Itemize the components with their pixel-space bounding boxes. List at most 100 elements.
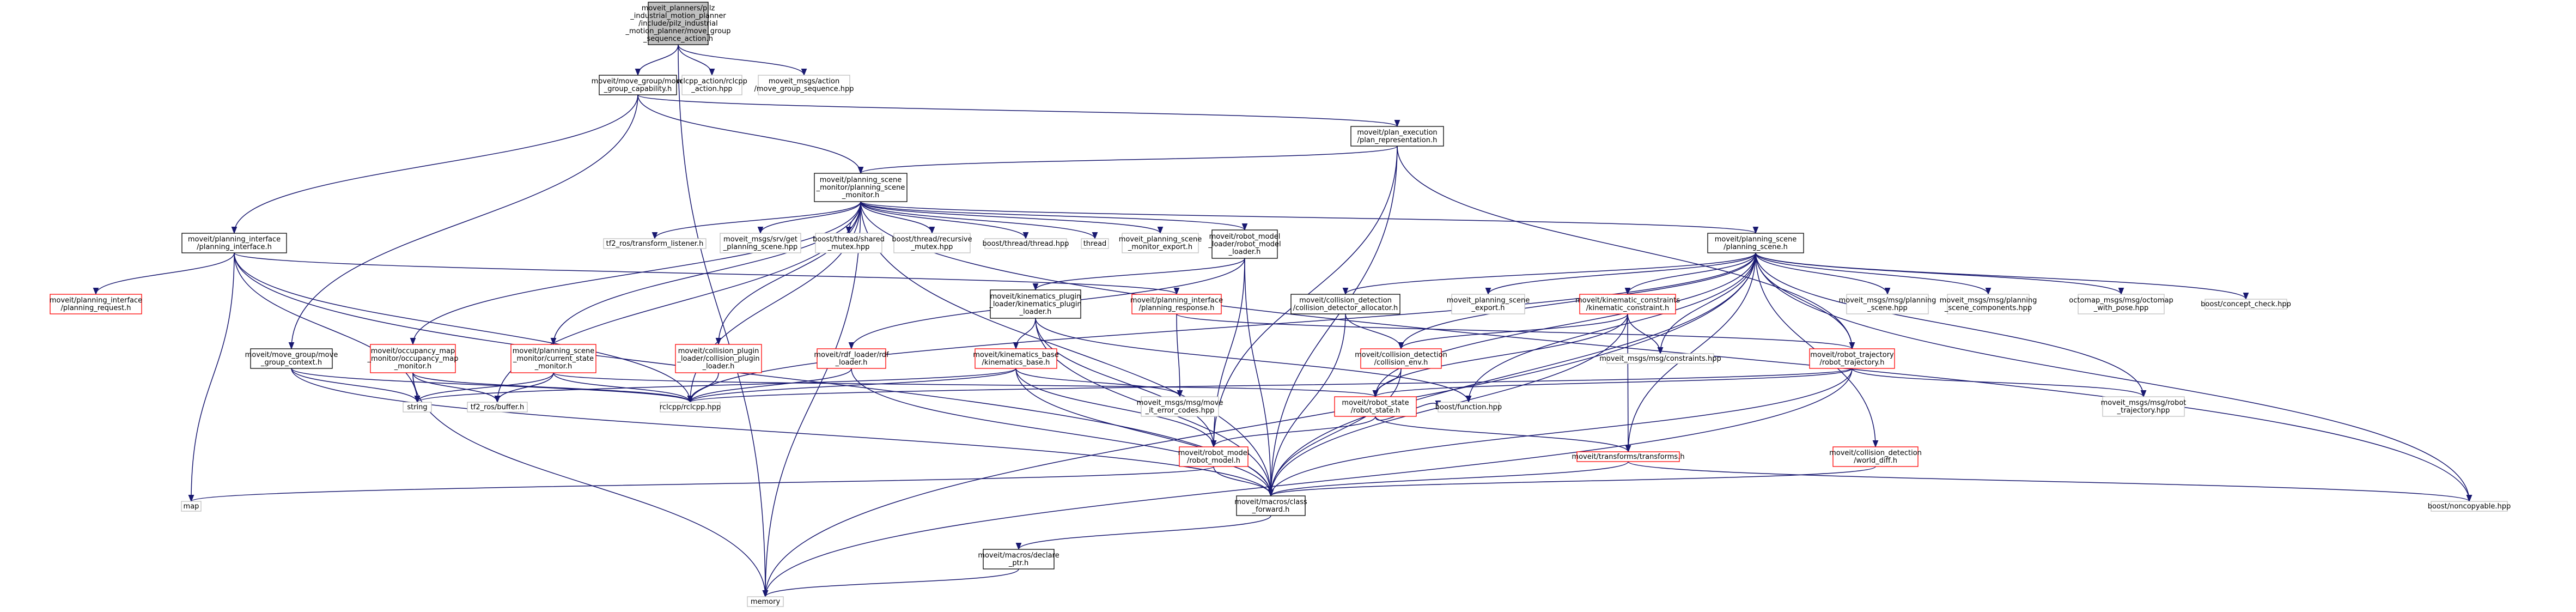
edge-robot_trajectory-to-rclcpp (687, 368, 1853, 403)
node-box (1211, 229, 1278, 259)
edge-planning_interface-to-class_forward (234, 252, 1274, 497)
node-declare_ptr[interactable]: moveit/macros/declare_ptr.h (978, 549, 1059, 569)
node-robot_model[interactable]: moveit/robot_model/robot_model.h (1178, 446, 1250, 467)
node-label-line: _mutex.hpp (911, 243, 953, 251)
node-kinematics_base[interactable]: moveit/kinematics_base/kinematics_base.h (973, 348, 1059, 369)
node-label-line: moveit_msgs/msg/move (1137, 399, 1223, 407)
node-box (1606, 353, 1714, 364)
node-label-line: /robot_model.h (1187, 457, 1240, 465)
edge-planning_response-to-error_codes (1176, 313, 1183, 398)
node-label-line: moveit/planning_interface (1130, 296, 1223, 305)
node-occupancy[interactable]: moveit/occupancy_map_monitor/occupancy_m… (367, 344, 459, 373)
edge-rml_loader-to-kin_plugin_loader (1032, 258, 1245, 291)
edge-planning_scene-to-msg_robot_trajectory (1755, 252, 2147, 398)
node-box (675, 344, 762, 373)
node-box (2431, 501, 2508, 512)
edge-kinematics_base-to-error_codes (1015, 368, 1183, 398)
node-label-line: moveit/planning_interface (188, 235, 281, 244)
node-robot_trajectory[interactable]: moveit/robot_trajectory/robot_trajectory… (1809, 348, 1895, 369)
node-boost_thread: boost/thread/thread.hpp (983, 238, 1069, 249)
edge-plan_execution-to-robot_trajectory (1397, 146, 1855, 350)
node-world_diff[interactable]: moveit/collision_detection/world_diff.h (1829, 446, 1922, 467)
edge-current_state_monitor-to-string (414, 372, 554, 403)
edge-psm-to-class_forward (860, 201, 1274, 497)
node-current_state_monitor[interactable]: moveit/planning_scene_monitor/current_st… (510, 344, 596, 373)
node-capability[interactable]: moveit/move_group/move_group_capability.… (592, 75, 685, 95)
node-label-line: moveit/planning_interface (50, 296, 142, 305)
node-rml_loader[interactable]: moveit/robot_model_loader/robot_model_lo… (1208, 229, 1281, 259)
edge-robot_trajectory-to-msg_robot_trajectory (1852, 368, 2147, 398)
node-label-line: _ptr.h (1008, 559, 1028, 567)
node-robot_state[interactable]: moveit/robot_state/robot_state.h (1334, 396, 1417, 417)
node-label-line: boost/noncopyable.hpp (2428, 502, 2511, 511)
node-map: map (181, 501, 202, 512)
edge-cd_allocator-to-class_forward (1268, 313, 1346, 497)
node-kin_plugin_loader[interactable]: moveit/kinematics_plugin_loader/kinemati… (989, 289, 1082, 319)
node-label-line: moveit/occupancy_map (371, 347, 455, 355)
node-class_forward[interactable]: moveit/macros/class_forward.h (1234, 495, 1307, 516)
node-label-line: moveit/collision_detection (1299, 296, 1392, 305)
node-rclcpp: rclcpp/rclcpp.hpp (660, 402, 721, 413)
node-label-line: _monitor.h (534, 362, 573, 371)
node-label-line: boost/function.hpp (1435, 403, 1502, 411)
node-box (1334, 396, 1417, 417)
node-label-line: /planning_scene.h (1724, 243, 1788, 251)
node-box (893, 233, 971, 253)
node-label-line: /robot_trajectory.h (1820, 359, 1885, 367)
node-kinematic_constraint[interactable]: moveit/kinematic_constraints/kinematic_c… (1575, 294, 1680, 314)
node-label-line: moveit_msgs/msg/robot (2101, 399, 2187, 407)
edge-psm-to-collision_plugin_loader (715, 201, 861, 346)
node-noncopyable: boost/noncopyable.hpp (2428, 501, 2511, 512)
node-psm_export: moveit_planning_scene_monitor_export.h (1119, 233, 1202, 253)
node-box (181, 501, 202, 512)
node-memory: memory (747, 596, 784, 607)
node-box (1081, 238, 1109, 249)
node-label-line: /planning_interface.h (197, 243, 272, 251)
node-label-line: boost/thread/shared (813, 235, 885, 244)
node-label-line: moveit/plan_execution (1357, 129, 1437, 137)
edge-psm-to-recursive_mutex (860, 201, 935, 234)
node-planning_response[interactable]: moveit/planning_interface/planning_respo… (1130, 294, 1223, 314)
edge-world_diff-to-class_forward (1268, 466, 1876, 497)
node-cd_allocator[interactable]: moveit/collision_detection/collision_det… (1290, 294, 1400, 314)
node-collision_plugin_loader[interactable]: moveit/collision_plugin_loader/collision… (675, 344, 762, 373)
node-box (1579, 294, 1676, 314)
node-box (370, 344, 456, 373)
node-planning_interface[interactable]: moveit/planning_interface/planning_inter… (181, 233, 287, 253)
node-label-line: boost/thread/recursive (892, 235, 972, 244)
node-label-line: moveit/macros/declare (978, 552, 1059, 560)
node-transforms[interactable]: moveit/transforms/transforms.h (1572, 451, 1685, 462)
edge-robot_trajectory-to-class_forward (1268, 368, 1853, 497)
edge-planning_scene-to-noncopyable (1755, 252, 2473, 502)
node-box (250, 348, 333, 369)
edge-planning_interface-to-rclcpp (234, 252, 693, 403)
node-label-line: moveit_msgs/action (769, 77, 839, 86)
node-planning_request[interactable]: moveit/planning_interface/planning_reque… (50, 294, 142, 314)
edge-psm-to-psm_export (860, 201, 1164, 234)
edge-psm-to-rml_loader (860, 201, 1248, 231)
edge-planning_interface-to-map (188, 252, 235, 502)
node-root[interactable]: moveit_planners/pilz_industrial_motion_p… (625, 2, 731, 45)
edge-planning_scene-to-boost_function (1465, 252, 1756, 403)
edge-planning_scene-to-msg_constraints (1657, 252, 1756, 355)
edge-planning_scene-to-class_forward (1268, 252, 1756, 497)
node-psm[interactable]: moveit/planning_scene_monitor/planning_s… (814, 173, 908, 202)
node-label-line: /kinematic_constraint.h (1586, 304, 1670, 312)
node-collision_env[interactable]: moveit/collision_detection/collision_env… (1355, 348, 1447, 369)
node-box (758, 75, 850, 95)
node-planning_scene[interactable]: moveit/planning_scene/planning_scene.h (1707, 233, 1804, 253)
edge-psm-to-memory (762, 201, 861, 598)
node-box (1451, 294, 1525, 314)
node-label-line: moveit/robot_state (1342, 399, 1409, 407)
edge-rml_loader-to-robot_model (1210, 258, 1245, 448)
edge-planning_scene-to-transforms (1625, 252, 1756, 453)
node-boost_function: boost/function.hpp (1435, 402, 1502, 413)
node-move_group_context[interactable]: moveit/move_group/move_group_context.h (245, 348, 338, 369)
node-label-line: moveit/move_group/move (245, 351, 338, 359)
node-octomap_msg: octomap_msgs/msg/octomap_with_pose.hpp (2069, 294, 2173, 314)
edge-psm-to-current_state_monitor (550, 201, 861, 346)
node-rdf_loader[interactable]: moveit/rdf_loader/rdf_loader.h (814, 348, 889, 369)
node-plan_execution[interactable]: moveit/plan_execution/plan_representatio… (1350, 126, 1444, 147)
node-label-line: /include/pilz_industrial (638, 20, 717, 28)
